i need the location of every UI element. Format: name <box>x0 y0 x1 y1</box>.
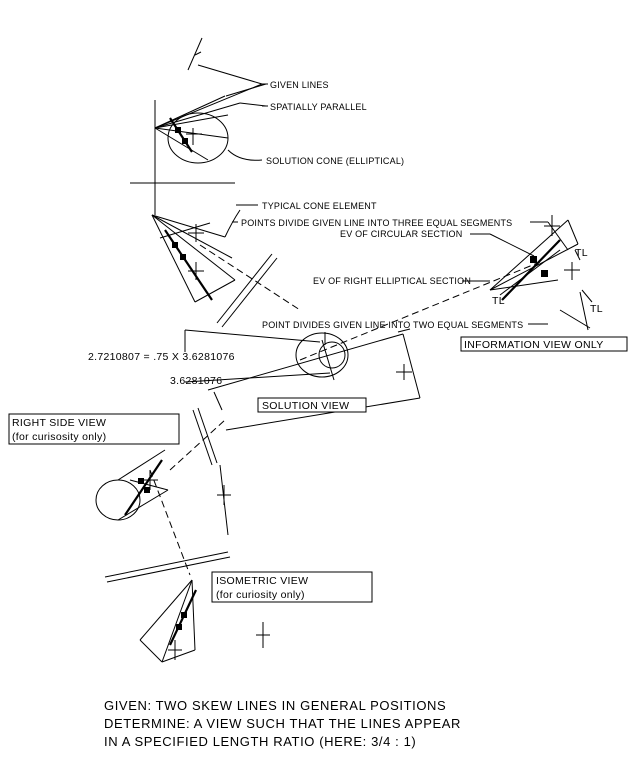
top-view <box>130 37 263 215</box>
footer-ratio: IN A SPECIFIED LENGTH RATIO (HERE: 3/4 :… <box>104 734 416 749</box>
right-side-view-title: RIGHT SIDE VIEW <box>12 417 106 429</box>
solution-cone-circle <box>295 332 349 378</box>
information-view <box>489 215 593 331</box>
footer-given: GIVEN: TWO SKEW LINES IN GENERAL POSITIO… <box>104 698 446 713</box>
top-leaders <box>225 83 267 161</box>
label-point-divides: POINT DIVIDES GIVEN LINE INTO TWO EQUAL … <box>262 320 523 330</box>
label-ev-right-elliptical: EV OF RIGHT ELLIPTICAL SECTION <box>313 276 471 286</box>
label-given-lines: GIVEN LINES <box>270 80 329 90</box>
front-view <box>151 209 241 303</box>
dimension-length: 3.6281076 <box>170 375 222 387</box>
right-side-view-note: (for curisosity only) <box>12 431 106 443</box>
isometric-view-note: (for curiosity only) <box>216 589 305 601</box>
dimension-ratio: 2.7210807 = .75 X 3.6281076 <box>88 351 235 363</box>
label-points-divide: POINTS DIVIDE GIVEN LINE INTO THREE EQUA… <box>241 218 512 228</box>
given-line-right-side-thick <box>124 459 163 516</box>
isometric-view-box <box>211 571 373 603</box>
right-side-view <box>95 449 231 536</box>
given-line-top-thick <box>169 117 193 153</box>
information-view-box <box>460 336 628 352</box>
isometric-view <box>139 579 270 663</box>
footer-determine: DETERMINE: A VIEW SUCH THAT THE LINES AP… <box>104 716 461 731</box>
isometric-view-title: ISOMETRIC VIEW <box>216 575 308 587</box>
given-line-info-thick <box>501 239 561 301</box>
information-view-label: INFORMATION VIEW ONLY <box>464 339 604 351</box>
label-ev-circular: EV OF CIRCULAR SECTION <box>340 229 462 239</box>
label-tl-2: TL <box>492 295 505 307</box>
label-tl-1: TL <box>575 247 588 259</box>
label-solution-cone: SOLUTION CONE (ELLIPTICAL) <box>266 156 404 166</box>
label-spatially-parallel: SPATIALLY PARALLEL <box>270 102 367 112</box>
label-tl-3: TL <box>590 303 603 315</box>
solution-circle-small <box>318 341 346 369</box>
solution-view-label: SOLUTION VIEW <box>262 400 349 412</box>
solution-view-box <box>257 397 367 413</box>
right-side-cone-ellipse <box>95 479 141 521</box>
fold-lines <box>104 253 278 583</box>
given-line-top-upper <box>187 37 203 71</box>
solution-view <box>184 328 421 431</box>
given-line-front-thick <box>164 229 213 301</box>
label-typical-cone-element: TYPICAL CONE ELEMENT <box>262 201 377 211</box>
right-side-view-box <box>8 413 180 445</box>
